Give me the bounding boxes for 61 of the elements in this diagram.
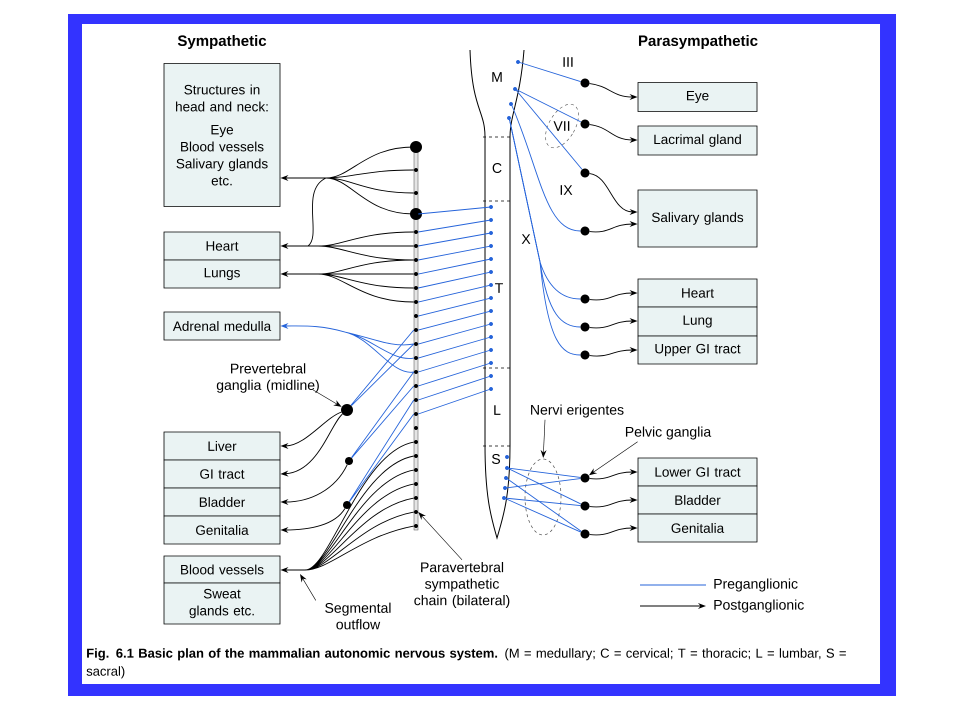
- segment-letter: T: [495, 283, 503, 293]
- nerve-fiber: [350, 330, 414, 406]
- ganglion-chain: [410, 141, 422, 530]
- organ-box: Eye: [638, 82, 758, 112]
- nerve-fiber: [514, 88, 582, 170]
- organ-box: Sweat glands etc.: [164, 582, 280, 624]
- nerve-fiber: [514, 88, 582, 122]
- column-heading: Parasympathetic: [638, 35, 758, 49]
- organ-box: Bladder: [164, 488, 280, 516]
- segment-letter: S: [492, 454, 500, 464]
- organ-box: Structures in head and neck: Eye Blood vessels Salivary glands etc.: [164, 63, 280, 207]
- ganglion-dot: [580, 322, 590, 332]
- segment-letter: L: [494, 405, 500, 415]
- ganglion-dot: [580, 226, 590, 236]
- nerve-fiber: [518, 62, 581, 82]
- organ-box: Salivary glands: [638, 190, 758, 248]
- nerve-fiber: [348, 400, 414, 502]
- organ-box: Lung: [638, 306, 758, 336]
- callout-label: Prevertebral ganglia (midline): [216, 363, 319, 393]
- callout-label: Nervi erigentes: [531, 404, 624, 418]
- ganglion-dot: [343, 501, 351, 509]
- organ-box: Genitalia: [164, 516, 280, 544]
- callout-label: Paravertebral sympathetic chain (bilateral): [414, 562, 510, 608]
- ganglion-dot: [580, 168, 590, 178]
- ganglion-dot: [580, 474, 590, 482]
- organ-box: Bladder: [638, 486, 758, 514]
- organ-box: Blood vessels: [164, 556, 280, 584]
- ganglion-dot: [580, 530, 590, 538]
- callout-label: Segmental outflow: [325, 602, 391, 630]
- callout-label: Pelvic ganglia: [626, 426, 712, 440]
- figure-caption: Fig. 6.1 Basic plan of the mammalian autonomic nervous system. (M = medullary; C = cervical; T = thoracic; L = lumbar, S = sacral): [86, 648, 846, 678]
- nerve-label: VII: [552, 120, 572, 132]
- ganglion-dot: [580, 502, 590, 510]
- leader-line: [300, 574, 316, 601]
- organ-box: Heart: [164, 232, 280, 260]
- organ-box: Adrenal medulla: [164, 312, 280, 340]
- column-heading: Sympathetic: [178, 35, 266, 49]
- ganglion-dot: [345, 457, 353, 465]
- legend-label: Postganglionic: [714, 599, 804, 613]
- ganglion-dot: [580, 294, 590, 304]
- nerve-label: IX: [558, 184, 574, 196]
- organ-box: Upper GI tract: [638, 336, 758, 364]
- ganglion-dot: [580, 350, 590, 360]
- nerve-label: III: [561, 56, 575, 68]
- organ-box: Lacrimal gland: [638, 126, 758, 156]
- organ-box: Liver: [164, 432, 280, 460]
- legend-label: Preganglionic: [714, 578, 798, 592]
- nerve-label: X: [520, 233, 532, 245]
- nerve-fiber: [351, 372, 414, 458]
- organ-box: Genitalia: [638, 514, 758, 542]
- ganglion-dot: [580, 120, 590, 128]
- nerve-fiber: [510, 104, 581, 232]
- ganglion-dot: [580, 78, 590, 88]
- organ-box: Lungs: [164, 260, 280, 288]
- nerve-fiber: [418, 206, 492, 414]
- organ-box: Lower GI tract: [638, 458, 758, 486]
- segment-letter: M: [492, 72, 502, 82]
- organ-box: GI tract: [164, 460, 280, 488]
- segment-letter: C: [492, 163, 502, 173]
- organ-box: Heart: [638, 278, 758, 308]
- ganglion-dot: [341, 404, 353, 416]
